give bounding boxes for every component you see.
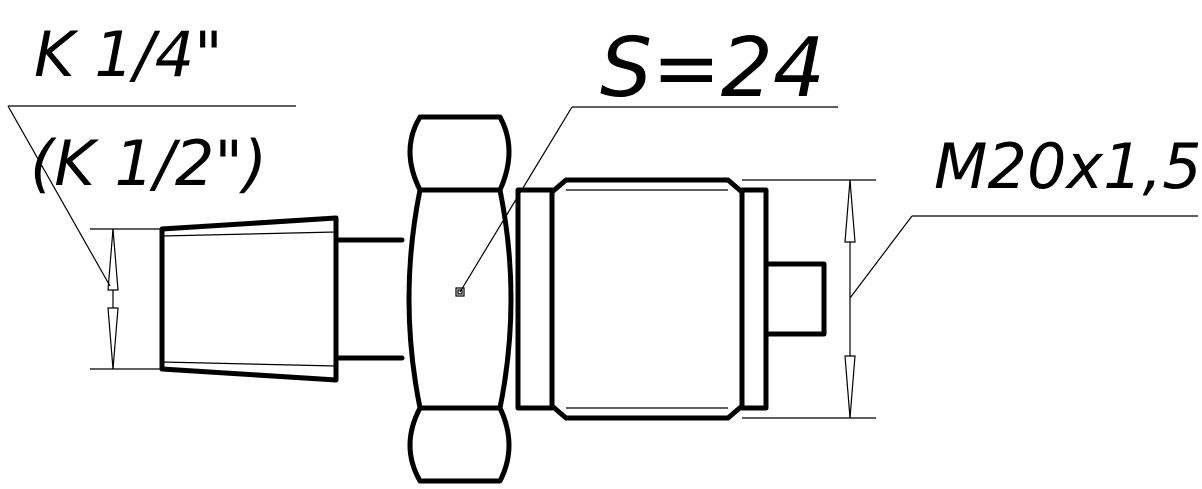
metric-thread-body: [549, 177, 769, 421]
right-thread-leader: [849, 215, 1198, 299]
thread-left-primary-label: K 1/4": [34, 18, 223, 91]
hex-size-leader: [455, 106, 838, 297]
left-neck: [333, 237, 405, 361]
left-thread-leader: [7, 105, 296, 287]
end-pin: [763, 261, 827, 337]
right-diameter-dimension: [742, 179, 876, 419]
thread-left-alt-label: (K 1/2"): [30, 127, 267, 200]
hex-nut: [406, 114, 514, 484]
thread-right-label: M20x1,5: [934, 130, 1202, 203]
tapered-thread-body: [159, 215, 339, 383]
hex-size-label: S=24: [600, 21, 825, 116]
right-collar: [515, 187, 555, 411]
left-diameter-dimension: [90, 228, 162, 370]
